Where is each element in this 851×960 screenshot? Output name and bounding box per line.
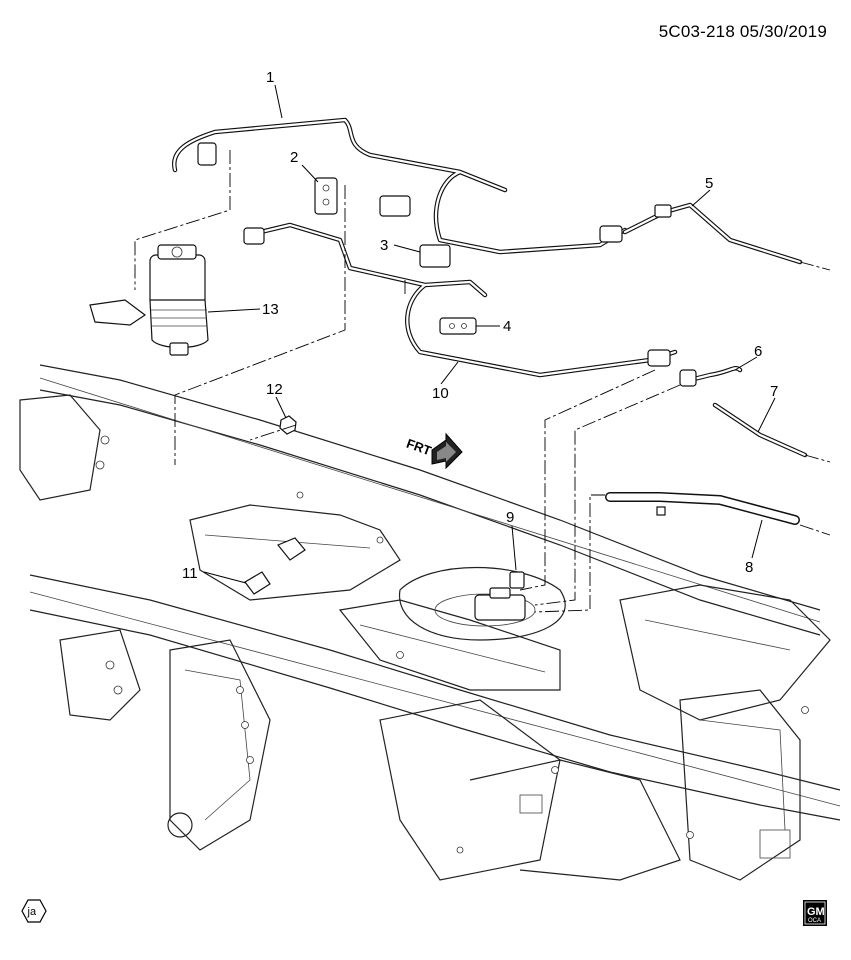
fuel-fitting-11 xyxy=(244,537,306,595)
pipe-clip-2 xyxy=(314,177,338,215)
callout-13: 13 xyxy=(262,301,279,318)
callout-9: 9 xyxy=(506,509,514,526)
rear-fuel-pipe xyxy=(622,202,803,265)
callout-1: 1 xyxy=(266,69,274,86)
fuel-return-pipe xyxy=(243,222,678,378)
callout-11: 11 xyxy=(182,565,198,582)
front-direction-arrow: FRT xyxy=(404,432,463,470)
callout-4: 4 xyxy=(503,318,511,335)
vehicle-frame xyxy=(19,364,841,881)
vapor-hose-connector xyxy=(679,366,743,387)
gm-logo: GM OCA xyxy=(803,900,827,926)
fuel-feed-pipe xyxy=(171,117,628,255)
callout-8: 8 xyxy=(745,559,753,576)
retaining-nut-12 xyxy=(279,415,297,435)
diagram-code: 5C03-218 xyxy=(658,22,735,41)
fuel-fitting-9 xyxy=(509,571,525,589)
ja-badge-label: ja xyxy=(27,906,37,918)
fuel-pump-module xyxy=(474,587,526,621)
ja-badge: ja xyxy=(21,899,47,923)
callout-leaders xyxy=(203,84,776,584)
callout-7: 7 xyxy=(770,383,778,400)
diagram-date: 05/30/2019 xyxy=(739,22,827,41)
frt-label: FRT xyxy=(404,436,433,459)
callout-6: 6 xyxy=(754,343,762,360)
pipe-clip-4 xyxy=(439,317,477,335)
callout-10: 10 xyxy=(432,385,449,402)
filler-hose xyxy=(605,492,800,525)
callout-12: 12 xyxy=(266,381,283,398)
callout-numbers: 1 2 3 4 5 6 7 8 9 10 11 12 13 xyxy=(182,69,778,582)
callout-3: 3 xyxy=(380,237,388,254)
fuel-filter-assembly xyxy=(89,244,209,356)
vapor-pipe xyxy=(712,402,808,458)
callout-2: 2 xyxy=(290,149,298,166)
diagram-reference: 5C03-218 05/30/2019 xyxy=(659,22,827,42)
pipe-clip-3 xyxy=(379,195,451,268)
gm-logo-sub: OCA xyxy=(808,918,821,924)
gm-logo-text: GM xyxy=(807,906,825,918)
callout-5: 5 xyxy=(705,175,713,192)
assembly-lines xyxy=(134,150,831,613)
